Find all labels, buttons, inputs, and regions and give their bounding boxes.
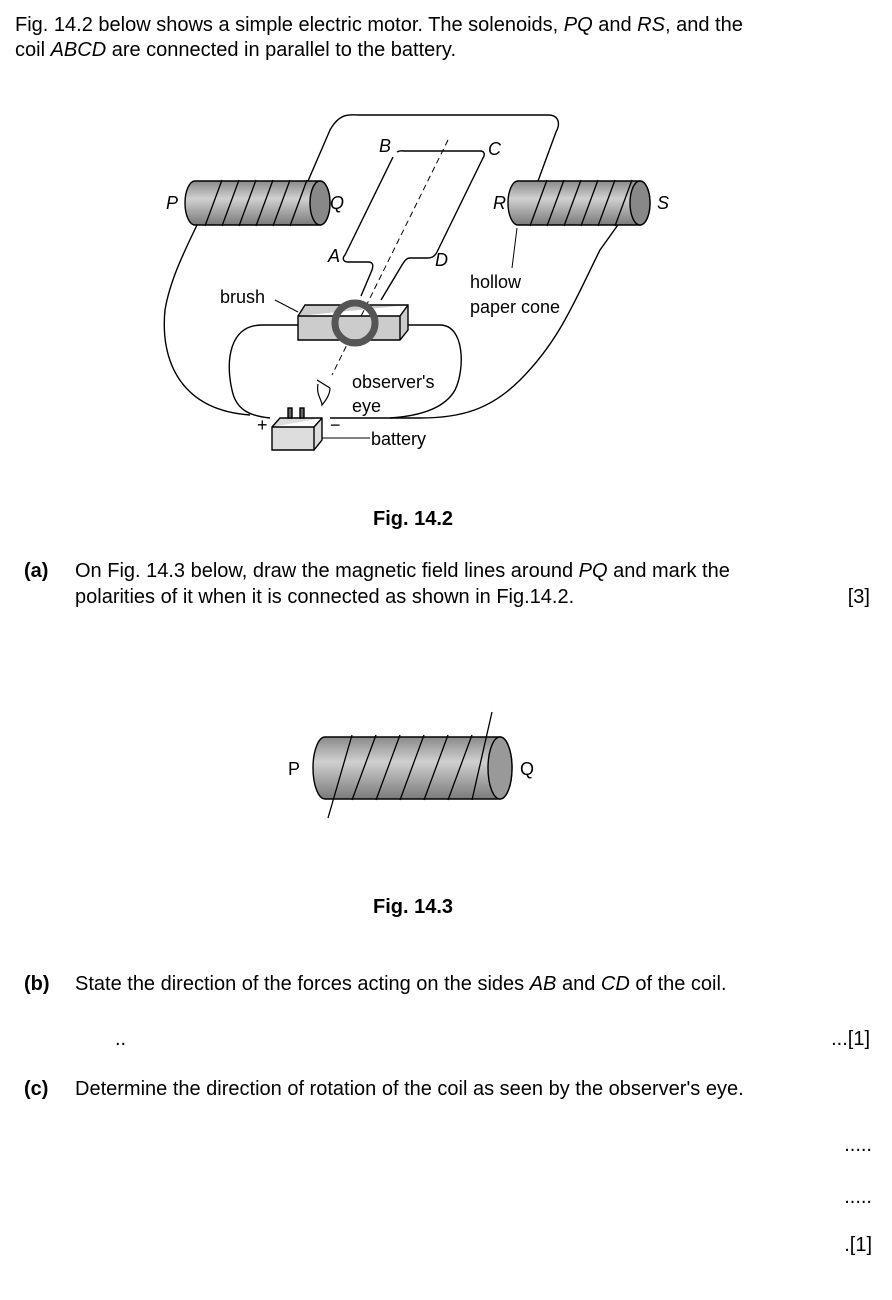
cone-pointer	[511, 227, 518, 269]
label-observers: observer's	[352, 372, 434, 392]
part-b-text: and	[556, 973, 601, 995]
label-plus: +	[257, 415, 268, 435]
intro-text: Fig. 14.2 below shows a simple electric …	[15, 14, 564, 36]
fig-14-2-motor-diagram	[163, 114, 651, 819]
fig-14-3-solenoid-pq	[312, 711, 513, 819]
battery-icon	[271, 407, 370, 451]
solenoid-rs	[507, 179, 651, 227]
intro-line-1: Fig. 14.2 below shows a simple electric …	[15, 13, 743, 37]
inner-wire	[228, 324, 462, 419]
coil-abcd	[342, 150, 485, 301]
part-b-cd: CD	[600, 973, 630, 995]
part-c-label: (c)	[24, 1078, 49, 1100]
part-a-text: On Fig. 14.3 below, draw the magnetic fi…	[75, 560, 579, 582]
fig143-label-q: Q	[520, 759, 534, 779]
label-c: C	[488, 139, 502, 159]
intro-text: coil	[15, 39, 51, 61]
intro-text: , and the	[664, 14, 743, 36]
eye-icon	[316, 379, 331, 407]
part-b-label: (b)	[24, 973, 50, 995]
fig-14-3-caption: Fig. 14.3	[373, 896, 454, 918]
solenoid-pq	[184, 179, 331, 227]
label-b: B	[379, 136, 391, 156]
part-c-marks: .[1]	[844, 1234, 872, 1256]
part-a-line-2: polarities of it when it is connected as…	[75, 586, 575, 608]
part-c-answer-line-1[interactable]: .....	[844, 1134, 872, 1156]
brush-pointer	[274, 299, 299, 313]
part-a-label: (a)	[24, 560, 49, 582]
label-minus: −	[330, 415, 341, 435]
part-a-pq: PQ	[578, 560, 608, 582]
part-a-line-1: On Fig. 14.3 below, draw the magnetic fi…	[75, 559, 730, 583]
part-c-question: Determine the direction of rotation of t…	[75, 1078, 744, 1100]
fig-14-2-labels: P Q R S B C A D brush hollow paper cone …	[166, 136, 669, 779]
intro-abcd: ABCD	[50, 39, 107, 61]
part-b-text: of the coil.	[629, 973, 727, 995]
part-b-question: State the direction of the forces acting…	[75, 972, 727, 996]
part-b-answer-line-start[interactable]: ..	[115, 1028, 127, 1050]
fig143-label-p: P	[288, 759, 300, 779]
part-b-answer-marks[interactable]: ...[1]	[831, 1028, 870, 1050]
label-hollow: hollow	[470, 272, 522, 292]
commutator	[331, 299, 379, 347]
fig-14-2-caption: Fig. 14.2	[373, 508, 454, 530]
outer-wire	[163, 114, 621, 419]
label-eye: eye	[352, 396, 381, 416]
part-a-marks: [3]	[847, 586, 870, 608]
part-b-ab: AB	[529, 973, 557, 995]
intro-pq: PQ	[563, 14, 593, 36]
intro-line-2: coil ABCD are connected in parallel to t…	[15, 38, 456, 62]
label-paper-cone: paper cone	[470, 297, 560, 317]
part-b-text: State the direction of the forces acting…	[75, 973, 530, 995]
intro-rs: RS	[637, 14, 665, 36]
label-s: S	[657, 193, 669, 213]
label-r: R	[493, 193, 506, 213]
label-brush: brush	[220, 287, 265, 307]
part-c-answer-line-2[interactable]: .....	[844, 1186, 872, 1208]
intro-text: are connected in parallel to the battery…	[106, 39, 456, 61]
brush-block	[297, 304, 409, 341]
part-a-text: and mark the	[607, 560, 730, 582]
intro-text: and	[592, 14, 638, 36]
label-battery: battery	[371, 429, 426, 449]
label-p: P	[166, 193, 178, 213]
label-a: A	[327, 246, 340, 266]
axis-dashed-line	[331, 139, 449, 376]
label-d: D	[435, 250, 448, 270]
label-q: Q	[330, 193, 344, 213]
